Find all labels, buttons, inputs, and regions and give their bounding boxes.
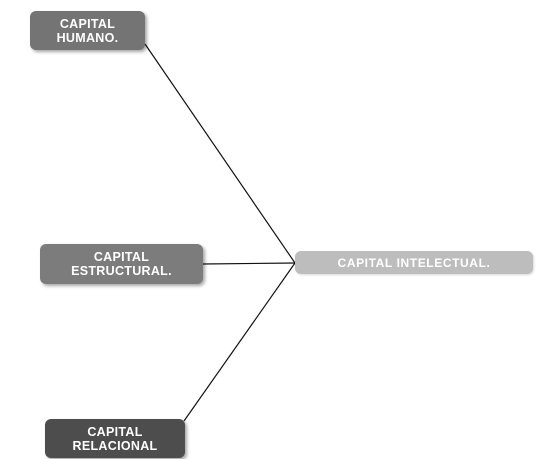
connector-estructural-intelectual [202,262,296,265]
node-capital-humano: CAPITAL HUMANO. [30,11,145,50]
node-capital-estructural: CAPITAL ESTRUCTURAL. [40,244,203,284]
node-capital-relacional: CAPITAL RELACIONAL [45,419,185,458]
node-capital-intelectual: CAPITAL INTELECTUAL. [295,251,533,274]
connector-relacional-intelectual [183,262,296,422]
connector-humano-intelectual [144,43,296,264]
